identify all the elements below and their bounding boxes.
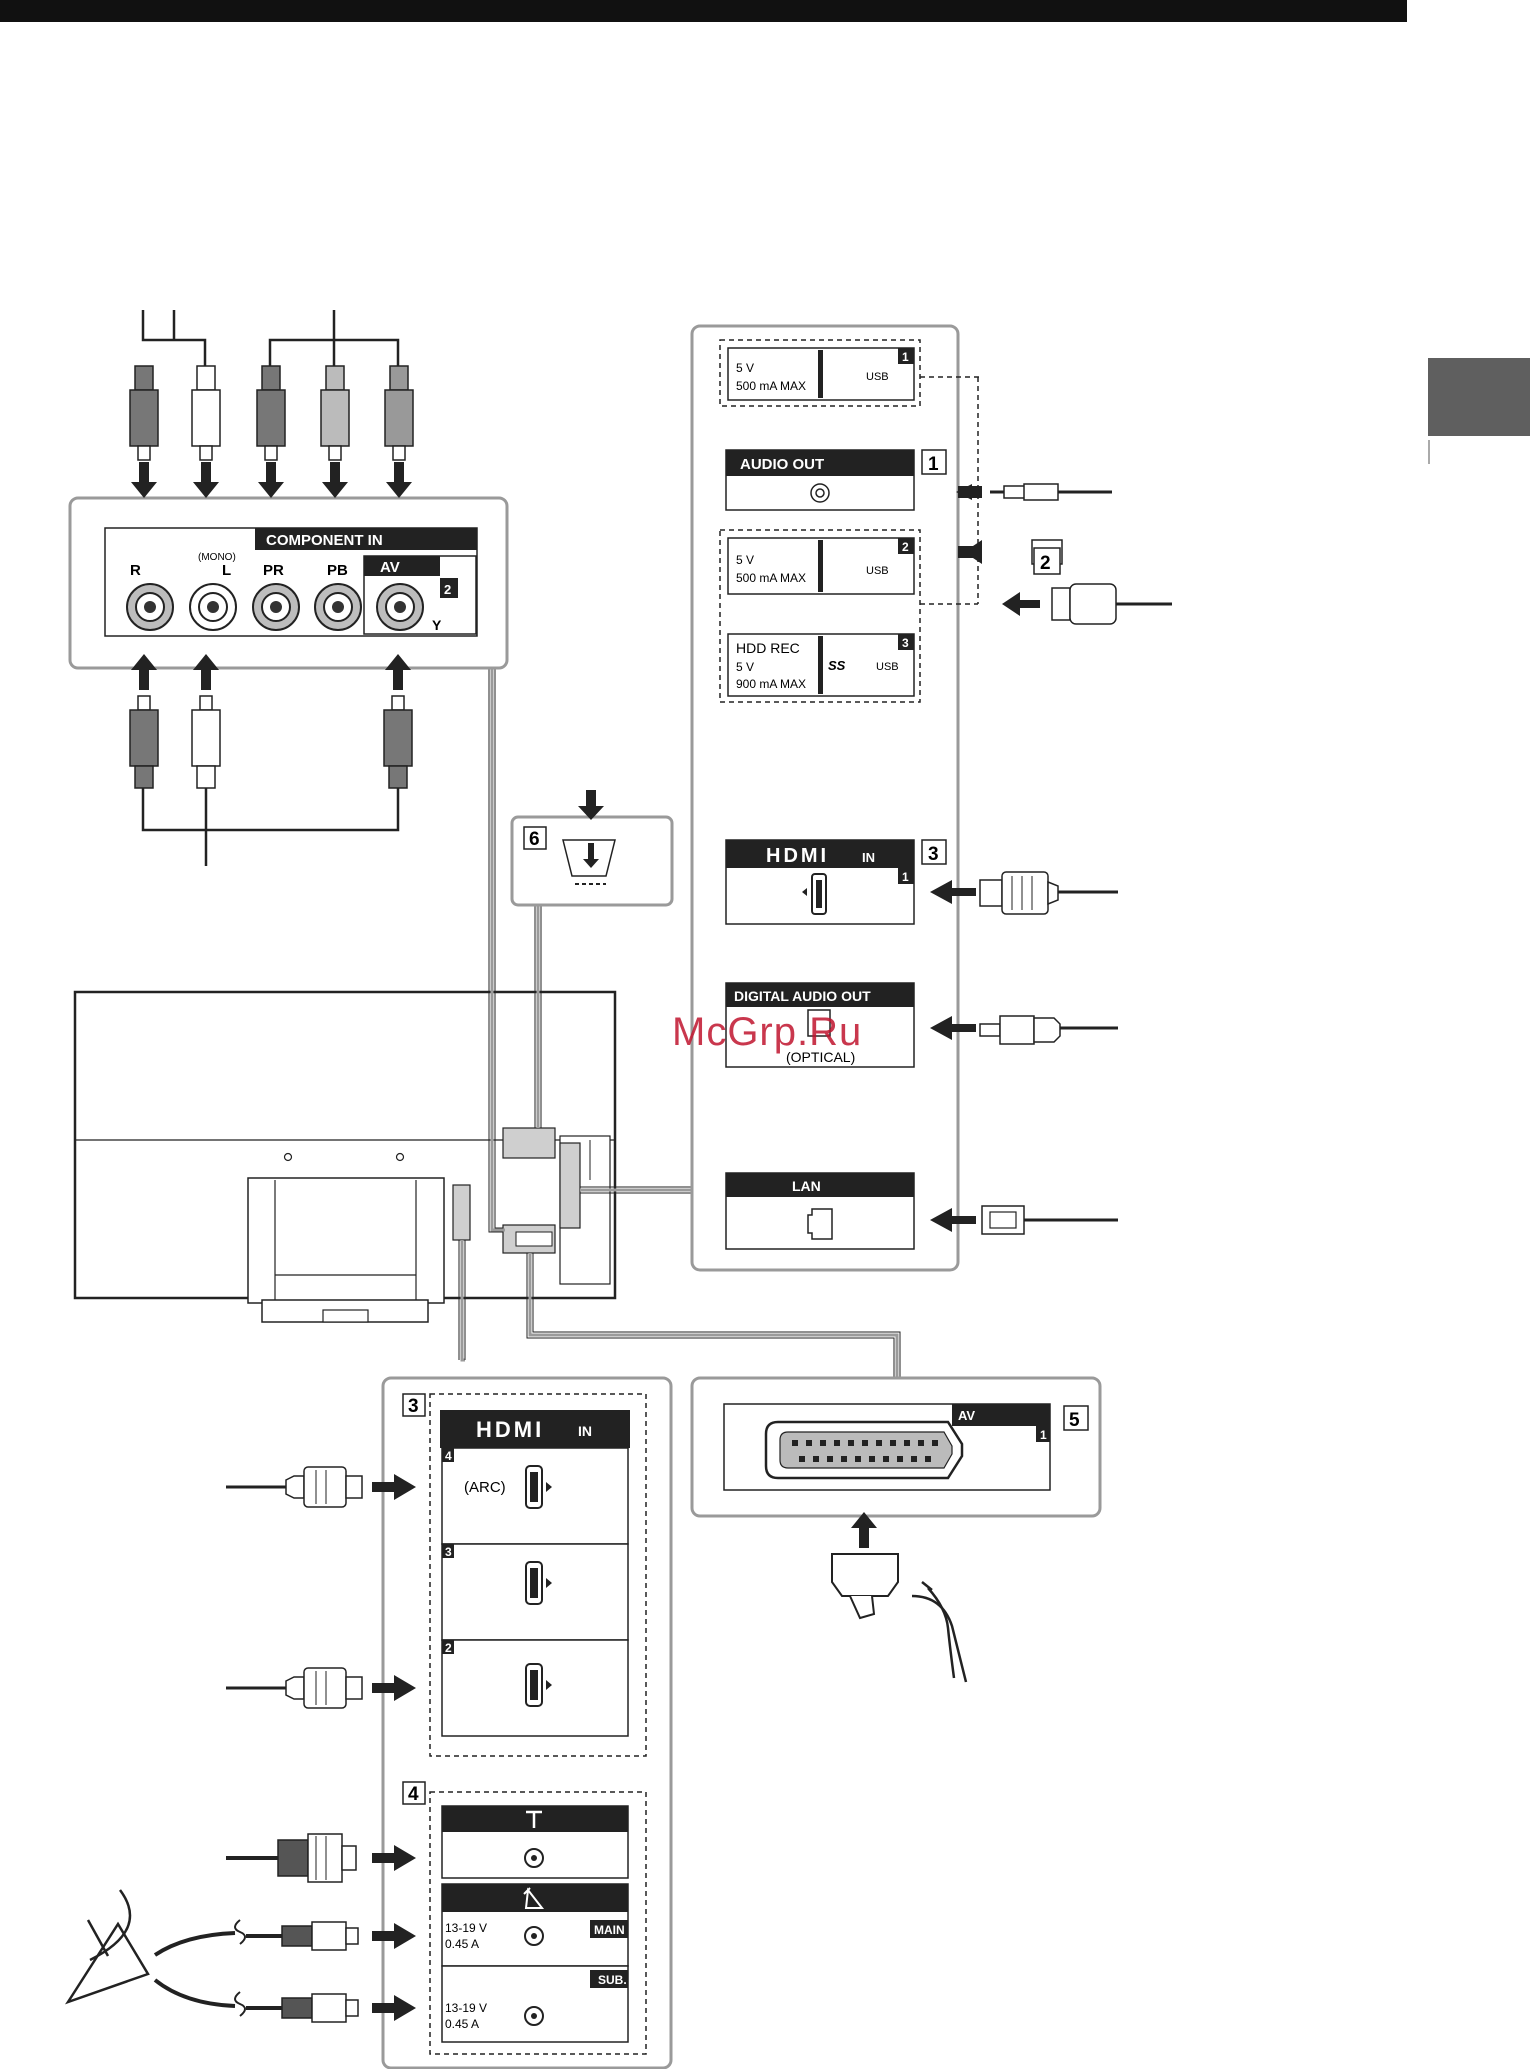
main-label: MAIN: [594, 1923, 625, 1937]
usb1-num: 1: [902, 350, 909, 364]
bottom-hdmi-antenna-panel: [383, 1378, 671, 2068]
sat-sub-amp: 0.45 A: [445, 2017, 479, 2031]
pb-label: PB: [327, 562, 348, 579]
callout-4: 4: [408, 1784, 419, 1805]
y-label: Y: [432, 617, 442, 633]
usb2-current: 500 mA MAX: [736, 571, 806, 585]
scart-panel: [692, 1378, 1100, 1682]
watermark: McGrp.Ru: [672, 1010, 862, 1055]
usb2-label: USB: [866, 565, 889, 577]
sat-main-volt: 13-19 V: [445, 1921, 487, 1935]
hdmi-logo-bottom: HDMI: [476, 1417, 544, 1442]
sat-sub-volt: 13-19 V: [445, 2001, 487, 2015]
side-cables: [930, 484, 1172, 1234]
usb3-current: 900 mA MAX: [736, 677, 806, 691]
usb1-volt: 5 V: [736, 361, 754, 375]
usb3-label: USB: [876, 661, 899, 673]
mono-label: (MONO): [198, 552, 236, 563]
audio-out-label: AUDIO OUT: [740, 456, 824, 473]
av-label: AV: [380, 559, 400, 576]
usb3-ss: SS: [828, 658, 846, 673]
usb1-current: 500 mA MAX: [736, 379, 806, 393]
hdmi3-num: 3: [445, 1545, 452, 1559]
l-label: L: [222, 562, 231, 579]
hdmi-in-bottom: IN: [578, 1423, 592, 1439]
arrows-down-top: [131, 462, 412, 498]
rca-plugs-top: [130, 310, 413, 460]
hdmi1-callout: 3: [928, 844, 939, 865]
sub-label: SUB.: [598, 1973, 627, 1987]
hdmi1-num: 1: [902, 870, 909, 884]
digital-audio-label: DIGITAL AUDIO OUT: [734, 988, 871, 1004]
usb2-num: 2: [902, 540, 909, 554]
hdmi1-logo: HDMI: [766, 845, 829, 867]
tv-rear-view: [75, 992, 615, 1322]
pr-label: PR: [263, 562, 284, 579]
bottom-left-cables: [68, 1467, 416, 2022]
callout-6: 6: [529, 829, 540, 850]
scart-av: AV: [958, 1408, 975, 1423]
hdmi2-num: 2: [445, 1641, 452, 1655]
hdmi1-in: IN: [862, 850, 875, 865]
usb3-title: HDD REC: [736, 640, 800, 656]
usb1-label: USB: [866, 371, 889, 383]
audio-out-num: 1: [928, 454, 939, 475]
usb3-volt: 5 V: [736, 660, 754, 674]
av-num: 2: [444, 582, 451, 597]
sat-main-amp: 0.45 A: [445, 1937, 479, 1951]
component-header: COMPONENT IN: [266, 532, 383, 549]
callout-5: 5: [1069, 1410, 1080, 1431]
usb3-num: 3: [902, 636, 909, 650]
scart-num: 1: [1040, 1428, 1047, 1442]
r-label: R: [130, 562, 141, 579]
callout-3-bottom: 3: [408, 1396, 419, 1417]
callout-usb: 2: [1040, 553, 1051, 574]
arc-label: (ARC): [464, 1479, 506, 1496]
usb2-volt: 5 V: [736, 553, 754, 567]
lan-label: LAN: [792, 1178, 821, 1194]
rca-plugs-bottom: [130, 696, 412, 866]
hdmi4-num: 4: [445, 1449, 452, 1463]
component-in-panel: [70, 498, 507, 668]
